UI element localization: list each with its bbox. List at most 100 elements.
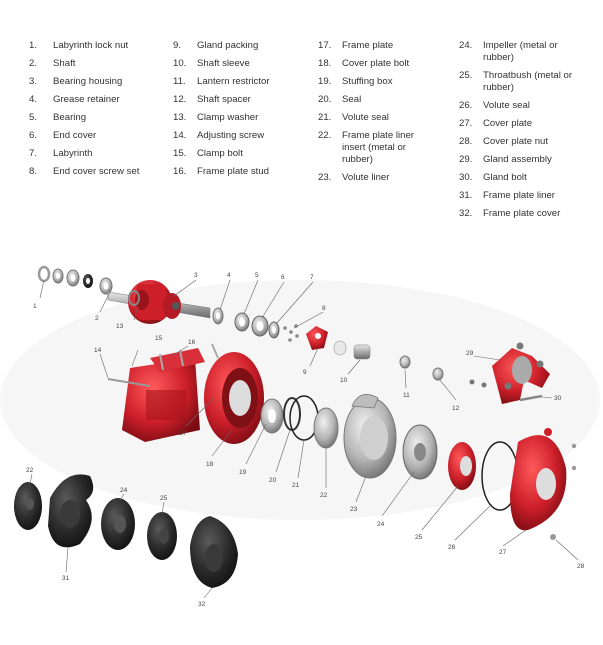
callout-8: 8: [322, 305, 326, 312]
legend-item: 30.Gland bolt: [459, 172, 527, 183]
callout-25: 25: [415, 534, 423, 541]
callout-32: 32: [198, 601, 206, 608]
legend-item: 32.Frame plate cover: [459, 208, 561, 219]
end-cover-screw-set: [283, 324, 299, 342]
legend-column-4: 24.Impeller (metal or rubber) 25.Throatb…: [459, 40, 579, 226]
legend-item: 4.Grease retainer: [29, 94, 120, 105]
legend-item: 1.Labyrinth lock nut: [29, 40, 129, 51]
callout-14: 14: [94, 347, 102, 354]
legend-item: 13.Clamp washer: [173, 112, 259, 123]
callout-16: 16: [188, 339, 196, 346]
callout-24-rubber: 24: [120, 487, 128, 494]
callout-23: 23: [350, 506, 358, 513]
callout-18: 18: [206, 461, 214, 468]
callout-10: 10: [340, 377, 348, 384]
callout-2: 2: [95, 315, 99, 322]
lantern-restrictor: [399, 355, 411, 369]
legend-column-1: 1.Labyrinth lock nut 2.Shaft 3.Bearing h…: [29, 40, 169, 184]
impeller-rubber: [101, 498, 135, 550]
parts-legend: 1.Labyrinth lock nut 2.Shaft 3.Bearing h…: [0, 40, 603, 230]
legend-item: 2.Shaft: [29, 58, 76, 69]
throatbush-rubber: [147, 512, 177, 560]
small-rings: [52, 268, 113, 295]
cover-plate: [510, 428, 577, 531]
legend-item: 19.Stuffing box: [318, 76, 393, 87]
callout-26: 26: [448, 544, 456, 551]
legend-item: 22.Frame plate liner insert (metal or ru…: [318, 130, 414, 165]
legend-item: 27.Cover plate: [459, 118, 533, 129]
callout-9: 9: [303, 369, 307, 376]
end-cover: [251, 315, 269, 337]
legend-item: 15.Clamp bolt: [173, 148, 243, 159]
legend-column-3: 17.Frame plate 18.Cover plate bolt 19.St…: [318, 40, 438, 190]
legend-item: 8.End cover screw set: [29, 166, 140, 177]
legend-item: 17.Frame plate: [318, 40, 394, 51]
adjusting-screw: [107, 378, 151, 387]
frame-plate-liner-rubber: [48, 474, 94, 548]
callout-30: 30: [554, 395, 562, 402]
labyrinth: [268, 321, 280, 339]
gland-assembly: [492, 342, 550, 404]
legend-item: 6.End cover: [29, 130, 97, 141]
exploded-pump-diagram: 1 2 3 4 5 6 7 8 9 10 11 12 13 14 15 16 1…: [0, 265, 600, 608]
legend-item: 5.Bearing: [29, 112, 87, 123]
callout-13: 13: [116, 323, 124, 330]
gland-bolt: [469, 379, 543, 402]
legend-item: 10.Shaft sleeve: [173, 58, 250, 69]
callout-28: 28: [577, 563, 585, 570]
frame-plate-liner-insert: [313, 407, 339, 449]
legend-item: 31.Frame plate liner: [459, 190, 555, 201]
packing-ring: [333, 340, 347, 356]
legend-item: 18.Cover plate bolt: [318, 58, 410, 69]
legend-item: 28.Cover plate nut: [459, 136, 549, 147]
callout-22-rubber: 22: [26, 467, 34, 474]
legend-item: 12.Shaft spacer: [173, 94, 251, 105]
legend-item: 25.Throatbush (metal or rubber): [459, 70, 573, 93]
frame-plate-liner-insert-rubber: [14, 482, 42, 530]
callout-7: 7: [310, 274, 314, 281]
labyrinth-lock-nut: [37, 265, 51, 283]
callout-5: 5: [255, 272, 259, 279]
frame-base: [122, 348, 205, 442]
callout-17: 17: [179, 430, 187, 437]
callout-15: 15: [155, 335, 163, 342]
bearing-housing: [128, 280, 181, 324]
legend-item: 11.Lantern restrictor: [173, 76, 270, 87]
callout-19: 19: [239, 469, 247, 476]
callout-22: 22: [320, 492, 328, 499]
throatbush-metal: [448, 442, 476, 490]
legend-item: 20.Seal: [318, 94, 362, 105]
legend-column-2: 9.Gland packing 10.Shaft sleeve 11.Lante…: [173, 40, 313, 184]
callout-21: 21: [292, 482, 300, 489]
callout-labels: 1 2 3 4 5 6 7 8 9 10 11 12 13 14 15 16 1…: [26, 272, 585, 608]
callout-25-rubber: 25: [160, 495, 168, 502]
callout-3: 3: [194, 272, 198, 279]
legend-item: 9.Gland packing: [173, 40, 259, 51]
shaft-sleeve: [353, 344, 371, 360]
callout-6: 6: [281, 274, 285, 281]
clamp-bolts: [159, 349, 184, 371]
volute-liner: [343, 394, 397, 479]
callout-20: 20: [269, 477, 277, 484]
bearing: [234, 312, 250, 332]
callout-4: 4: [227, 272, 231, 279]
shaft-spacer: [432, 367, 444, 381]
frame-plate-cover-rubber: [190, 516, 238, 588]
callout-24: 24: [377, 521, 385, 528]
legend-item: 16.Frame plate stud: [173, 166, 269, 177]
legend-item: 23.Volute liner: [318, 172, 390, 183]
callout-31: 31: [62, 575, 70, 582]
callout-1: 1: [33, 303, 37, 310]
legend-item: 21.Volute seal: [318, 112, 389, 123]
impeller-metal: [402, 424, 438, 480]
legend-item: 26.Volute seal: [459, 100, 530, 111]
frame-plate: [204, 343, 264, 444]
callout-11: 11: [403, 392, 410, 399]
legend-item: 24.Impeller (metal or rubber): [459, 40, 558, 63]
callout-27: 27: [499, 549, 507, 556]
legend-item: 14.Adjusting screw: [173, 130, 265, 141]
legend-item: 7.Labyrinth: [29, 148, 93, 159]
legend-item: 3.Bearing housing: [29, 76, 123, 87]
grease-retainer: [212, 307, 224, 325]
legend-item: 29.Gland assembly: [459, 154, 552, 165]
